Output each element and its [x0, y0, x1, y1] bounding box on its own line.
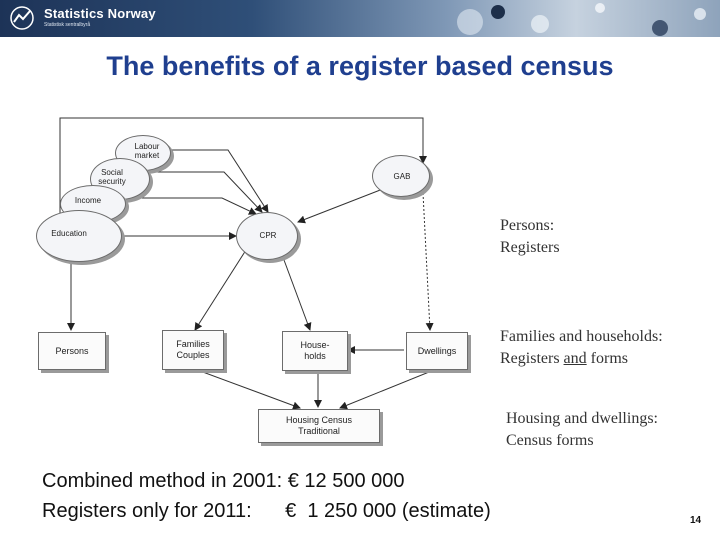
annotation-line: Registers — [500, 239, 560, 256]
slide-title: The benefits of a register based census — [106, 51, 614, 81]
box-label: House- holds — [300, 340, 330, 361]
node-label: Labour market — [134, 142, 160, 160]
brand-name: Statistics Norway — [44, 6, 156, 21]
note-combined-method: Combined method in 2001: € 12 500 000 — [42, 470, 405, 492]
node-label: Income — [74, 196, 102, 205]
node-label: CPR — [259, 231, 277, 240]
box-persons: Persons — [38, 332, 106, 370]
node-label: Social security — [98, 168, 126, 186]
annotation-line: Census forms — [506, 432, 594, 449]
annotation-line: Housing and dwellings: — [506, 410, 658, 427]
annotation-line: Families and households: — [500, 328, 663, 345]
annotation-line: Persons: — [500, 217, 555, 234]
annotation-text: forms — [586, 350, 628, 367]
node-gab: GAB — [372, 155, 430, 197]
annotation-text: Registers — [500, 350, 564, 367]
header-banner: Statistics Norway Statistisk sentralbyrå — [0, 0, 720, 37]
node-cpr: CPR — [236, 212, 298, 260]
box-families-couples: Families Couples — [162, 330, 224, 370]
logo-icon — [10, 6, 34, 30]
annotation-emphasis: and — [563, 350, 587, 367]
note-registers-only: Registers only for 2011: € 1 250 000 (es… — [42, 500, 491, 522]
node-label: Education — [51, 229, 87, 238]
node-label: GAB — [393, 172, 411, 181]
annotation-families-households: Families and households: Registers and f… — [500, 326, 663, 370]
brand-tagline: Statistisk sentralbyrå — [44, 22, 91, 28]
annotation-persons: Persons: Registers — [500, 215, 560, 259]
box-label: Housing Census Traditional — [285, 415, 353, 436]
box-housing-census: Housing Census Traditional — [258, 409, 380, 443]
page-number: 14 — [690, 515, 702, 526]
annotation-housing-dwellings: Housing and dwellings: Census forms — [506, 408, 658, 452]
annotation-line: Registers and forms — [500, 348, 663, 370]
box-label: Families Couples — [176, 339, 210, 360]
box-dwellings: Dwellings — [406, 332, 468, 370]
box-label: Persons — [55, 345, 89, 356]
node-education: Education — [36, 210, 122, 262]
header-decoration — [457, 3, 706, 36]
box-households: House- holds — [282, 331, 348, 371]
box-label: Dwellings — [417, 345, 457, 356]
